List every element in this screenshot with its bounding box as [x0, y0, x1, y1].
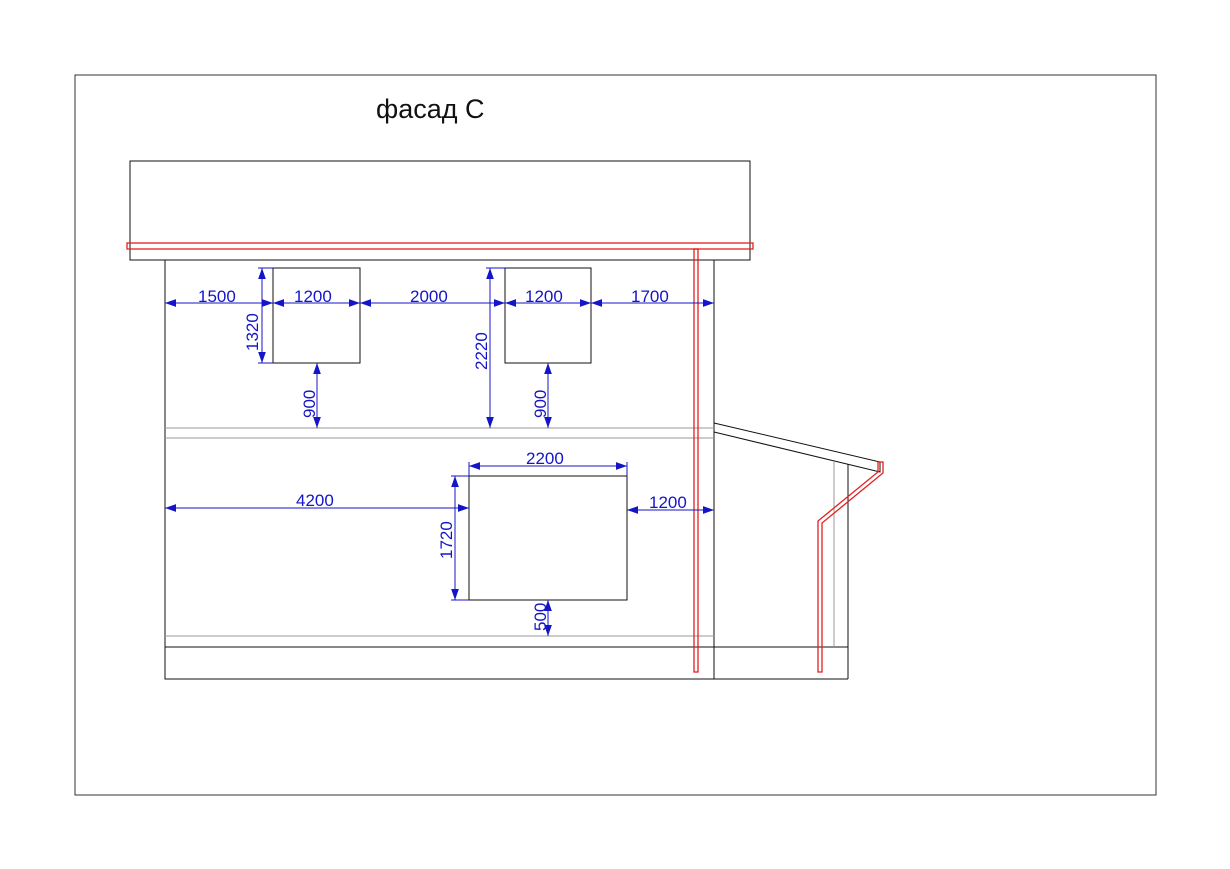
- dim-label-lower-left-offset: 4200: [296, 491, 334, 510]
- gutter: [126, 242, 754, 250]
- dim-label-upper-window-1-sill: 900: [300, 390, 319, 418]
- dimension-labels: 1500 1200 2000 1200 1700 1320 900 2220 9…: [198, 287, 687, 631]
- floor-lines: [165, 427, 714, 637]
- dimension-lines: [165, 267, 714, 636]
- upper-window-right: [504, 267, 592, 364]
- sheet-frame: [74, 74, 1157, 796]
- dim-label-lower-window-height: 1720: [437, 521, 456, 559]
- annex: [713, 422, 881, 680]
- dim-label-upper-window-1-width: 1200: [294, 287, 332, 306]
- dim-label-upper-right-offset: 1700: [631, 287, 669, 306]
- dim-label-lower-right-offset: 1200: [649, 493, 687, 512]
- dim-label-upper-window-gap: 2000: [410, 287, 448, 306]
- upper-window-left: [272, 267, 361, 364]
- dim-label-upper-left-offset: 1500: [198, 287, 236, 306]
- lower-window: [468, 475, 628, 601]
- downpipe-annex: [817, 461, 884, 673]
- dim-label-upper-window-1-height: 1320: [243, 313, 262, 351]
- dim-label-upper-window-2-sill: 900: [531, 390, 550, 418]
- downpipe-main: [693, 248, 699, 673]
- drawing-title: фасад С: [376, 94, 485, 124]
- dim-label-lower-window-width: 2200: [526, 449, 564, 468]
- roof: [129, 160, 751, 261]
- main-wall: [164, 259, 715, 680]
- dim-label-lower-window-sill: 500: [531, 603, 550, 631]
- dim-label-upper-window-2-top-height: 2220: [472, 332, 491, 370]
- dim-label-upper-window-2-width: 1200: [525, 287, 563, 306]
